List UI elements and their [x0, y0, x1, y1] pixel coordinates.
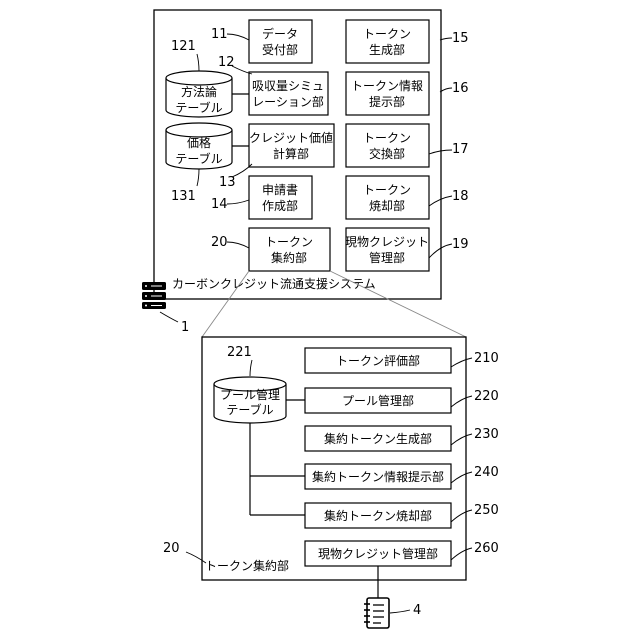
unit-260-label: 現物クレジット管理部: [318, 546, 438, 561]
unit-data-reception: データ 受付部: [249, 20, 312, 63]
ref-221: 221: [227, 345, 252, 360]
table-131-line2: テーブル: [175, 151, 222, 166]
unit-token-evaluation: トークン評価部: [305, 348, 451, 373]
ref-250: 250: [474, 503, 499, 518]
ref-18: 18: [452, 189, 469, 204]
unit-credit-value-calc: クレジット価値 計算部: [249, 124, 334, 167]
unit-token-info-presentation: トークン情報 提示部: [346, 72, 429, 115]
detail-title: トークン集約部: [205, 558, 289, 573]
ref-4: 4: [413, 603, 421, 618]
unit-13-line2: 計算部: [273, 146, 309, 161]
leader-ref-4: [390, 610, 410, 613]
unit-220-label: プール管理部: [342, 393, 414, 408]
ref-121: 121: [171, 39, 196, 54]
unit-250-label: 集約トークン焼却部: [324, 508, 432, 523]
ref-14: 14: [211, 197, 228, 212]
ref-19: 19: [452, 237, 469, 252]
unit-16-line2: 提示部: [369, 94, 405, 109]
unit-absorption-simulation: 吸収量シミュ レーション部: [249, 72, 328, 115]
unit-aggregate-token-generation: 集約トークン生成部: [305, 426, 451, 451]
ref-260: 260: [474, 541, 499, 556]
unit-20-line2: 集約部: [271, 250, 307, 265]
pool-table-database-icon: プール管理 テーブル: [214, 377, 286, 423]
unit-20-line1: トークン: [265, 235, 313, 249]
unit-17-line2: 交換部: [369, 146, 405, 161]
unit-12-line2: レーション部: [252, 94, 324, 109]
methodology-table-database-icon: 方法論 テーブル: [166, 71, 232, 117]
unit-19-line1: 現物クレジット: [345, 235, 429, 249]
unit-physical-credit-mgmt-detail: 現物クレジット管理部: [305, 541, 451, 566]
unit-application-creation: 申請書 作成部: [249, 176, 312, 219]
unit-14-line1: 申請書: [262, 183, 298, 197]
unit-aggregate-token-info: 集約トークン情報提示部: [305, 464, 451, 489]
table-131-line1: 価格: [187, 135, 211, 150]
ref-20-detail: 20: [163, 541, 180, 556]
notebook-icon: [364, 598, 389, 628]
ref-1: 1: [181, 320, 189, 335]
unit-pool-management: プール管理部: [305, 388, 451, 413]
unit-15-line2: 生成部: [369, 42, 405, 57]
ref-131: 131: [171, 189, 196, 204]
unit-aggregate-token-burn: 集約トークン焼却部: [305, 503, 451, 528]
unit-12-line1: 吸収量シミュ: [252, 79, 324, 93]
server-icon: [142, 282, 166, 309]
unit-210-label: トークン評価部: [336, 353, 420, 368]
unit-18-line1: トークン: [363, 183, 411, 197]
ref-17: 17: [452, 142, 469, 157]
unit-token-generation: トークン 生成部: [346, 20, 429, 63]
unit-16-line1: トークン情報: [351, 79, 423, 93]
ref-12: 12: [218, 55, 235, 70]
unit-230-label: 集約トークン生成部: [324, 431, 432, 446]
unit-11-line2: 受付部: [262, 42, 298, 57]
leader-ref-1: [160, 312, 178, 322]
unit-token-burn: トークン 焼却部: [346, 176, 429, 219]
ref-220: 220: [474, 389, 499, 404]
table-121-line1: 方法論: [181, 84, 217, 99]
ref-13: 13: [219, 175, 236, 190]
ref-15: 15: [452, 31, 469, 46]
unit-17-line1: トークン: [363, 131, 411, 145]
ref-11: 11: [211, 27, 228, 42]
ref-20-upper: 20: [211, 235, 228, 250]
ref-240: 240: [474, 465, 499, 480]
unit-13-line1: クレジット価値: [249, 130, 333, 145]
ref-230: 230: [474, 427, 499, 442]
unit-token-exchange: トークン 交換部: [346, 124, 429, 167]
unit-physical-credit-mgmt: 現物クレジット 管理部: [345, 228, 429, 271]
unit-token-aggregation: トークン 集約部: [249, 228, 330, 271]
table-121-line2: テーブル: [175, 100, 222, 115]
ref-16: 16: [452, 81, 469, 96]
unit-19-line2: 管理部: [369, 250, 405, 265]
table-221-line2: テーブル: [226, 402, 273, 417]
ref-210: 210: [474, 351, 499, 366]
unit-14-line2: 作成部: [262, 198, 298, 213]
table-221-line1: プール管理: [220, 387, 280, 402]
unit-240-label: 集約トークン情報提示部: [312, 469, 444, 484]
price-table-database-icon: 価格 テーブル: [166, 123, 232, 169]
unit-11-line1: データ: [262, 26, 298, 41]
system-title: カーボンクレジット流通支援システム: [172, 277, 376, 291]
unit-18-line2: 焼却部: [369, 198, 405, 213]
unit-15-line1: トークン: [363, 27, 411, 41]
